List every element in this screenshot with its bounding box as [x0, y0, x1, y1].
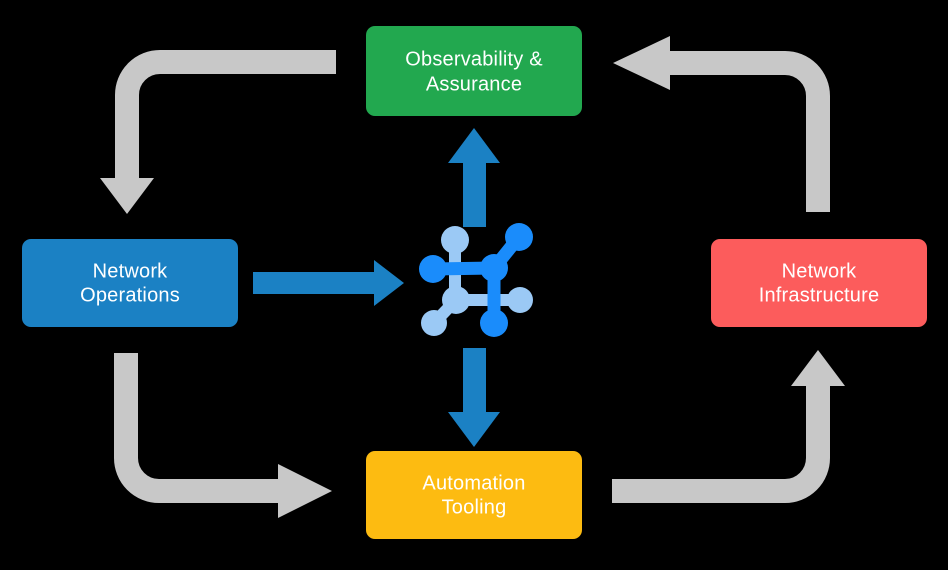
automation-tooling-label-line2: Tooling [442, 496, 507, 518]
observability-assurance-box-shape [366, 26, 582, 116]
network-infrastructure-label-line1: Network [782, 260, 858, 282]
topology-node-mid-left-light [442, 286, 470, 314]
topology-nodes-light [421, 226, 533, 336]
arrow-operations-to-center [253, 260, 404, 306]
network-operations-label-line1: Network [93, 260, 169, 282]
observability-assurance-box[interactable]: Observability & Assurance [366, 26, 582, 116]
arrow-operations-to-automation [114, 353, 332, 518]
arrow-automation-to-infrastructure [612, 350, 845, 503]
topology-node-bottom-left-light [421, 310, 447, 336]
topology-node-top-right-dark [505, 223, 533, 251]
arrow-center-to-automation [448, 348, 500, 447]
topology-nodes-dark [419, 223, 533, 337]
topology-node-bottom-dark [480, 309, 508, 337]
topology-node-top-light [441, 226, 469, 254]
arrow-infrastructure-to-observability [613, 36, 830, 212]
arrow-center-to-observability [448, 128, 500, 227]
observability-assurance-label-line2: Assurance [426, 73, 522, 95]
network-operations-box[interactable]: Network Operations [22, 239, 238, 327]
automation-tooling-box[interactable]: Automation Tooling [366, 451, 582, 539]
network-operations-label-line2: Operations [80, 284, 180, 306]
automation-tooling-label-line1: Automation [422, 472, 525, 494]
automation-tooling-box-shape [366, 451, 582, 539]
topology-node-right-light [507, 287, 533, 313]
arrow-observability-to-operations [100, 50, 336, 214]
network-operations-box-shape [22, 239, 238, 327]
topology-node-hub-dark [480, 254, 508, 282]
network-infrastructure-label-line2: Infrastructure [759, 284, 880, 306]
topology-node-left-dark [419, 255, 447, 283]
observability-assurance-label-line1: Observability & [405, 48, 543, 70]
network-infrastructure-box-shape [711, 239, 927, 327]
network-topology-icon [419, 223, 533, 337]
network-infrastructure-box[interactable]: Network Infrastructure [711, 239, 927, 327]
